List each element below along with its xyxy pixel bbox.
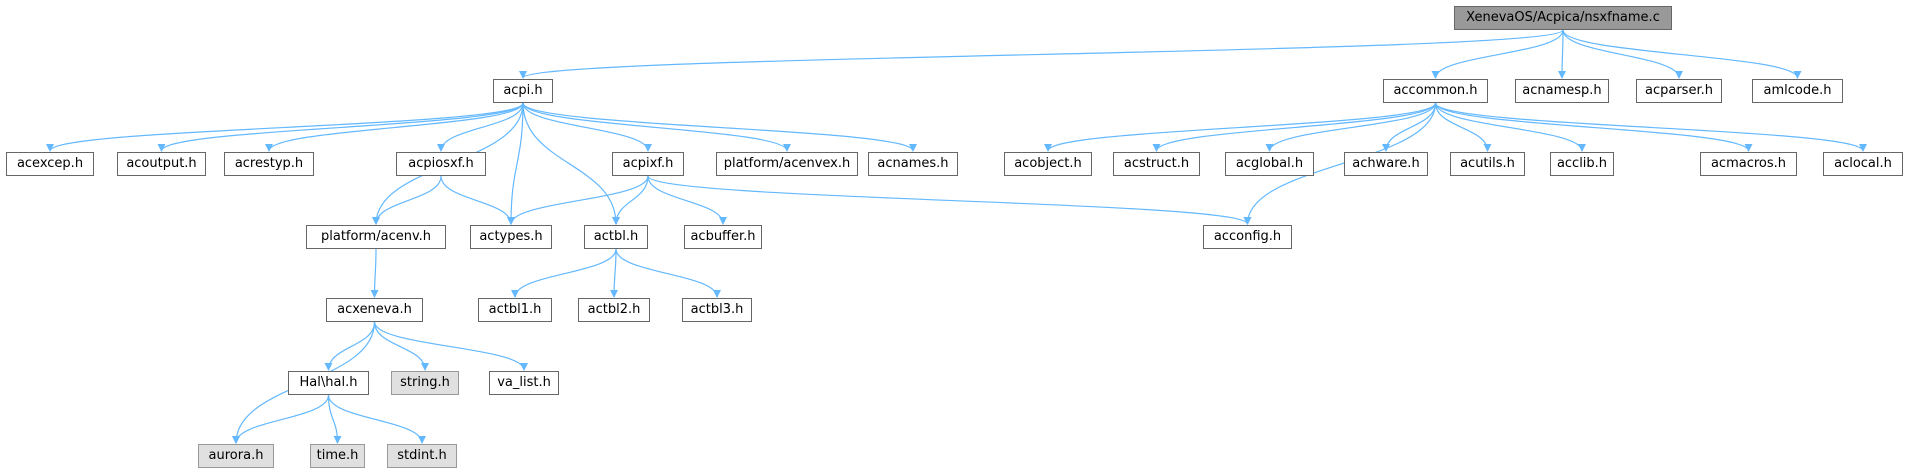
edge-acxeneva-to-halh bbox=[324, 321, 376, 371]
edge-accommon-to-acclib bbox=[1434, 102, 1586, 152]
edge-acpiosxf-to-acenv bbox=[372, 175, 442, 225]
edge-acpixf-to-acbuffer bbox=[647, 175, 727, 225]
edge-acpixf-to-actypes bbox=[507, 175, 649, 225]
node-acconfig[interactable]: acconfig.h bbox=[1203, 225, 1292, 249]
node-time: time.h bbox=[310, 444, 365, 468]
edge-acpi-to-acpiosxf bbox=[437, 102, 524, 152]
edge-root-to-acparser bbox=[1562, 29, 1683, 79]
node-valist[interactable]: va_list.h bbox=[489, 371, 559, 395]
edge-acpi-to-acnames bbox=[522, 102, 917, 152]
node-acrestyp[interactable]: acrestyp.h bbox=[224, 152, 314, 176]
edge-acpi-to-actypes bbox=[507, 102, 524, 225]
edge-acpixf-to-actbl bbox=[612, 175, 649, 225]
edge-accommon-to-acglobal bbox=[1265, 102, 1437, 152]
node-acxeneva[interactable]: acxeneva.h bbox=[326, 298, 423, 322]
node-acclib[interactable]: acclib.h bbox=[1550, 152, 1614, 176]
edge-actbl-to-actbl1 bbox=[511, 248, 617, 298]
edge-acpi-to-acrestyp bbox=[265, 102, 524, 152]
edge-root-to-acnamesp bbox=[1558, 29, 1567, 79]
edge-acpi-to-acexcep bbox=[46, 102, 524, 152]
edge-acxeneva-to-valist bbox=[373, 321, 528, 371]
node-amlcode[interactable]: amlcode.h bbox=[1752, 79, 1843, 103]
edge-root-to-accommon bbox=[1431, 29, 1564, 79]
edge-actbl-to-actbl2 bbox=[610, 248, 619, 298]
edge-actbl-to-actbl3 bbox=[615, 248, 721, 298]
node-aclocal[interactable]: aclocal.h bbox=[1823, 152, 1903, 176]
node-actbl[interactable]: actbl.h bbox=[584, 225, 648, 249]
edge-acpiosxf-to-actypes bbox=[440, 175, 515, 225]
node-string: string.h bbox=[391, 371, 459, 395]
edge-acpi-to-acpixf bbox=[522, 102, 652, 152]
node-accommon[interactable]: accommon.h bbox=[1383, 79, 1488, 103]
node-acstruct[interactable]: acstruct.h bbox=[1113, 152, 1200, 176]
edge-acpi-to-acoutput bbox=[157, 102, 524, 152]
node-aurora: aurora.h bbox=[198, 444, 274, 468]
edge-acenv-to-acxeneva bbox=[370, 248, 379, 298]
node-actbl3[interactable]: actbl3.h bbox=[682, 298, 752, 322]
edge-root-to-acpi bbox=[519, 29, 1564, 79]
edge-accommon-to-aclocal bbox=[1434, 102, 1867, 152]
node-acexcep[interactable]: acexcep.h bbox=[6, 152, 94, 176]
edge-root-to-amlcode bbox=[1562, 29, 1802, 79]
edge-acpixf-to-acconfig bbox=[647, 175, 1252, 225]
edge-accommon-to-acconfig bbox=[1243, 102, 1437, 225]
edge-halh-to-time bbox=[327, 394, 342, 444]
edge-halh-to-aurora bbox=[232, 394, 330, 444]
node-acparser[interactable]: acparser.h bbox=[1636, 79, 1722, 103]
node-acnamesp[interactable]: acnamesp.h bbox=[1515, 79, 1609, 103]
node-acglobal[interactable]: acglobal.h bbox=[1225, 152, 1314, 176]
edge-acxeneva-to-string bbox=[373, 321, 429, 371]
node-actbl1[interactable]: actbl1.h bbox=[478, 298, 552, 322]
node-acmacros[interactable]: acmacros.h bbox=[1700, 152, 1797, 176]
node-halh[interactable]: Hal\hal.h bbox=[288, 371, 369, 395]
node-actypes[interactable]: actypes.h bbox=[470, 225, 552, 249]
node-acobject[interactable]: acobject.h bbox=[1004, 152, 1092, 176]
node-root: XenevaOS/Acpica/nsxfname.c bbox=[1454, 6, 1672, 30]
edge-accommon-to-achware bbox=[1382, 102, 1437, 152]
edge-acpi-to-actbl bbox=[522, 102, 620, 225]
node-acpi[interactable]: acpi.h bbox=[493, 79, 553, 103]
edge-halh-to-stdint bbox=[327, 394, 426, 444]
node-achware[interactable]: achware.h bbox=[1344, 152, 1428, 176]
edge-accommon-to-acmacros bbox=[1434, 102, 1753, 152]
node-stdint: stdint.h bbox=[387, 444, 457, 468]
node-acenv[interactable]: platform/acenv.h bbox=[306, 225, 446, 249]
edge-acpi-to-acenvex bbox=[522, 102, 791, 152]
node-actbl2[interactable]: actbl2.h bbox=[578, 298, 650, 322]
edge-accommon-to-acstruct bbox=[1152, 102, 1437, 152]
node-acutils[interactable]: acutils.h bbox=[1450, 152, 1525, 176]
node-acnames[interactable]: acnames.h bbox=[868, 152, 958, 176]
edge-accommon-to-acobject bbox=[1044, 102, 1437, 152]
node-acbuffer[interactable]: acbuffer.h bbox=[684, 225, 762, 249]
node-acenvex[interactable]: platform/acenvex.h bbox=[716, 152, 858, 176]
node-acpixf[interactable]: acpixf.h bbox=[612, 152, 684, 176]
node-acpiosxf[interactable]: acpiosxf.h bbox=[396, 152, 486, 176]
node-acoutput[interactable]: acoutput.h bbox=[117, 152, 206, 176]
edge-accommon-to-acutils bbox=[1434, 102, 1492, 152]
